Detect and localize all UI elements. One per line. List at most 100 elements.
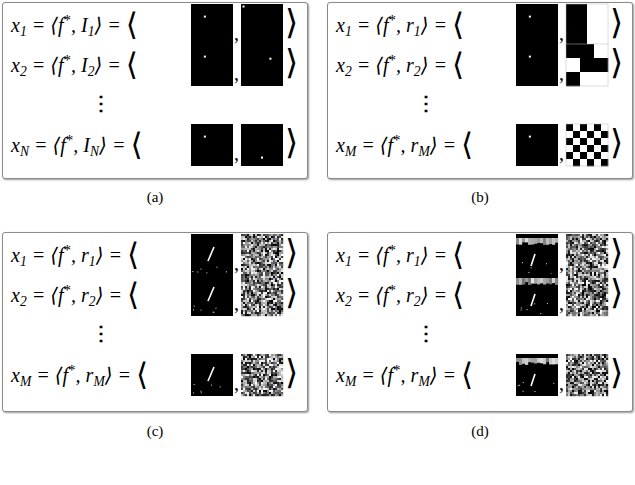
noise-cell xyxy=(281,282,283,284)
noise-cell xyxy=(243,312,245,314)
noise-cell xyxy=(255,246,257,248)
noise-cell xyxy=(251,260,253,262)
noise-cell xyxy=(261,256,263,258)
noise-cell xyxy=(267,282,269,284)
noise-cell xyxy=(241,354,243,356)
noise-cell xyxy=(584,256,586,258)
noise-cell xyxy=(259,374,261,376)
noise-cell xyxy=(267,294,269,296)
noise-cell xyxy=(251,358,253,360)
noise-cell xyxy=(281,266,283,268)
noise-cell xyxy=(247,272,249,274)
noise-cell xyxy=(277,390,279,392)
noise-cell xyxy=(243,314,245,316)
noise-cell xyxy=(275,370,277,372)
noise-cell xyxy=(249,392,251,394)
pattern-cell xyxy=(566,4,587,46)
noise-cell xyxy=(249,288,251,290)
noise-cell xyxy=(245,366,247,368)
noise-cell xyxy=(578,262,580,264)
noise-cell xyxy=(251,356,253,358)
noise-cell xyxy=(243,284,245,286)
scene-stroke xyxy=(208,367,214,381)
noise-cell xyxy=(255,380,257,382)
noise-cell xyxy=(257,274,259,276)
vertical-ellipsis: ⋮ xyxy=(91,89,111,117)
noise-cell xyxy=(243,282,245,284)
noise-cell xyxy=(249,370,251,372)
scene-band xyxy=(519,278,522,285)
noise-cell xyxy=(596,240,598,242)
noise-cell xyxy=(594,234,596,236)
noise-cell xyxy=(261,302,263,304)
noise-cell xyxy=(263,294,265,296)
noise-cell xyxy=(257,394,259,396)
noise-cell xyxy=(269,270,271,272)
noise-cell xyxy=(251,306,253,308)
noise-cell xyxy=(257,390,259,392)
noise-cell xyxy=(572,272,574,274)
noise-cell xyxy=(275,288,277,290)
noise-cell xyxy=(576,270,578,272)
noise-cell xyxy=(253,386,255,388)
noise-cell xyxy=(271,312,273,314)
noise-cell xyxy=(271,272,273,274)
noise-cell xyxy=(251,290,253,292)
noise-cell xyxy=(275,260,277,262)
noise-cell xyxy=(594,250,596,252)
noise-cell xyxy=(275,384,277,386)
noise-cell xyxy=(275,252,277,254)
noise-cell xyxy=(245,266,247,268)
noise-cell xyxy=(578,270,580,272)
noise-cell xyxy=(592,260,594,262)
noise-cell xyxy=(255,234,257,236)
noise-cell xyxy=(245,314,247,316)
noise-cell xyxy=(275,278,277,280)
noise-cell xyxy=(572,268,574,270)
noise-cell xyxy=(243,362,245,364)
tile-ground xyxy=(191,44,233,86)
scene-band xyxy=(528,238,531,245)
noise-cell xyxy=(263,262,265,264)
noise-cell xyxy=(253,252,255,254)
noise-cell xyxy=(586,248,588,250)
noise-cell xyxy=(277,294,279,296)
noise-cell xyxy=(269,286,271,288)
noise-cell xyxy=(269,370,271,372)
noise-cell xyxy=(265,258,267,260)
noise-cell xyxy=(271,394,273,396)
noise-speck xyxy=(211,385,212,386)
noise-cell xyxy=(241,262,243,264)
noise-cell xyxy=(586,260,588,262)
noise-cell xyxy=(281,264,283,266)
noise-cell xyxy=(245,308,247,310)
noise-cell xyxy=(281,382,283,384)
noise-cell xyxy=(584,246,586,248)
pattern-cell xyxy=(566,124,573,131)
noise-cell xyxy=(265,276,267,278)
noise-cell xyxy=(245,364,247,366)
scene-band xyxy=(516,238,519,244)
noise-cell xyxy=(271,314,273,316)
noise-cell xyxy=(277,308,279,310)
noise-cell xyxy=(265,274,267,276)
noise-cell xyxy=(245,290,247,292)
noise-cell xyxy=(279,304,281,306)
noise-cell xyxy=(265,266,267,268)
noise-cell xyxy=(578,258,580,260)
noise-cell xyxy=(267,276,269,278)
noise-cell xyxy=(241,270,243,272)
noise-cell xyxy=(279,280,281,282)
noise-cell xyxy=(259,356,261,358)
scene-band xyxy=(525,238,528,242)
noise-cell xyxy=(568,270,570,272)
noise-cell xyxy=(273,266,275,268)
noise-cell xyxy=(253,282,255,284)
noise-cell xyxy=(269,312,271,314)
noise-cell xyxy=(586,270,588,272)
noise-cell xyxy=(241,286,243,288)
noise-cell xyxy=(281,252,283,254)
noise-cell xyxy=(241,362,243,364)
noise-cell xyxy=(249,354,251,356)
noise-cell xyxy=(271,382,273,384)
